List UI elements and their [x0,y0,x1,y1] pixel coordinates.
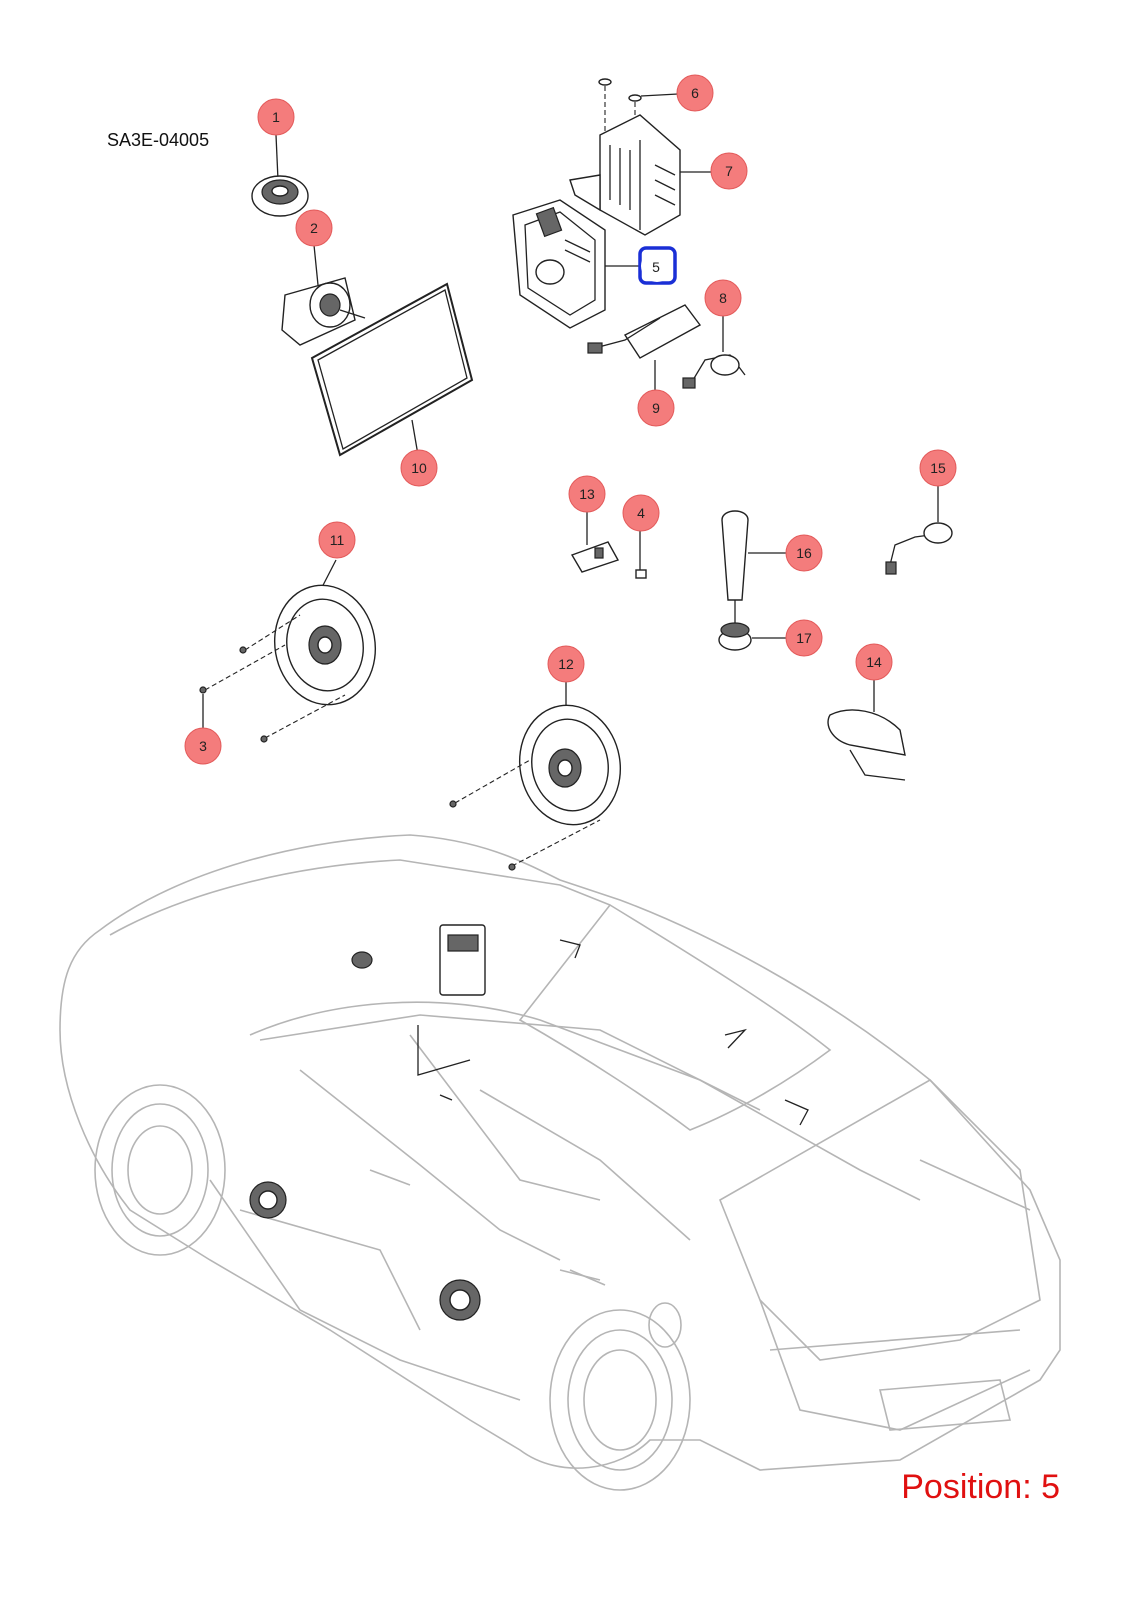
callout-7: 7 [710,152,748,190]
callout-12-label: 12 [558,656,574,672]
callout-2-label: 2 [310,220,318,236]
callout-16: 16 [785,534,823,572]
part-display-screen [310,282,474,457]
callout-4-label: 4 [637,505,645,521]
callout-5-label: 5 [652,259,660,275]
callout-9: 9 [637,389,675,427]
callout-16-label: 16 [796,545,812,561]
callout-13-label: 13 [579,486,595,502]
part-center-speaker [281,244,366,346]
position-label: Position: 5 [901,1468,1060,1506]
diagram-code: SA3E-04005 [107,130,210,150]
callout-12: 12 [547,645,585,683]
callout-15-label: 15 [930,460,946,476]
callout-2: 2 [295,209,333,247]
part-amplifier [569,78,712,236]
part-door-speaker-rear [449,682,622,871]
callout-9-label: 9 [652,400,660,416]
callout-13: 13 [568,475,606,513]
callout-8: 8 [704,279,742,317]
callout-3: 3 [184,727,222,765]
callout-5-highlighted: 5 [638,246,677,285]
callout-10-label: 10 [411,460,427,476]
part-tweeter-speaker [251,134,309,217]
part-sensor-cable [885,484,953,575]
callout-17: 17 [785,619,823,657]
callout-11: 11 [318,521,356,559]
callout-11-label: 11 [330,532,345,548]
callout-1: 1 [257,98,295,136]
callout-10: 10 [400,449,438,487]
callout-4: 4 [622,494,660,532]
callout-17-label: 17 [796,630,812,646]
vehicle-outline [59,834,1061,1491]
callout-8-label: 8 [719,290,727,306]
part-control-module [587,304,746,395]
callout-15: 15 [919,449,957,487]
part-door-speaker-front [199,559,377,743]
callout-14-label: 14 [866,654,882,670]
callout-3-label: 3 [199,738,207,754]
part-head-unit [512,199,640,329]
part-antenna [827,680,906,781]
callout-7-label: 7 [725,163,733,179]
part-small-module [570,508,647,579]
callout-6: 6 [676,74,714,112]
callout-1-label: 1 [272,109,280,125]
callout-14: 14 [855,643,893,681]
callout-6-label: 6 [691,85,699,101]
part-wand [718,510,786,651]
